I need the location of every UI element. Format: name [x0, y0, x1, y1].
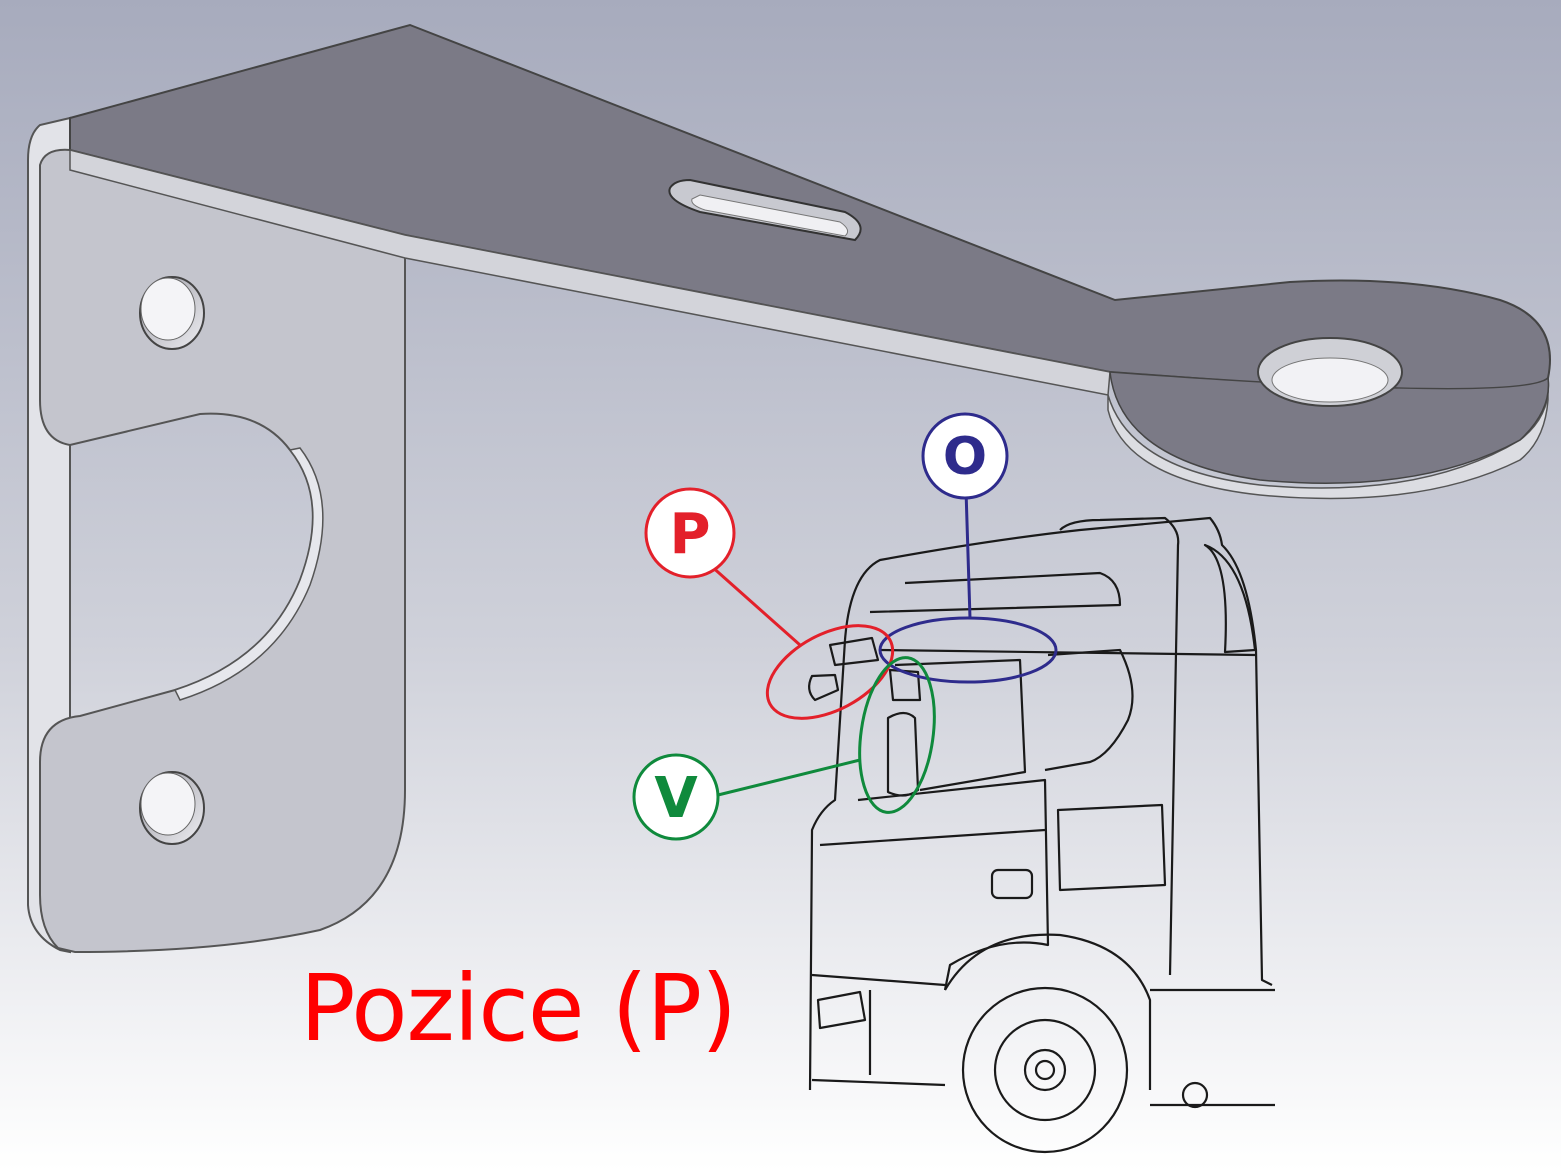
- front-mirror: [808, 636, 880, 702]
- cab-roof-spoiler: [1059, 516, 1180, 976]
- marker-p: P: [644, 487, 895, 720]
- bracket-3d-model: [27, 23, 1551, 954]
- truck-wheel-rim: [993, 1018, 1097, 1122]
- cab-door-crease: [819, 828, 1046, 847]
- bracket-upper-hole-inner: [140, 277, 196, 341]
- marker-v-badge: [632, 753, 720, 841]
- cab-belt-line: [879, 648, 1256, 657]
- cab-front-bumper: [811, 973, 946, 1087]
- cab-door-window: [894, 658, 1027, 792]
- marker-v-letter: V: [654, 766, 698, 831]
- cab-door: [857, 778, 1050, 991]
- cab-windshield-pillar: [808, 639, 847, 1091]
- cab-outline: [843, 516, 1273, 986]
- cab-roof-inner: [869, 571, 1122, 614]
- position-caption: Pozice (P): [300, 955, 737, 1062]
- marker-p-letter: P: [669, 502, 710, 567]
- marker-v: V: [632, 656, 936, 841]
- bracket-slot-inner: [691, 194, 849, 237]
- cab-chassis-line: [1150, 988, 1275, 1107]
- bracket-end-hole-inner: [1271, 357, 1389, 403]
- bracket-round-end-face: [1109, 371, 1550, 484]
- truck-cab-drawing: [808, 516, 1275, 1154]
- truck-wheel-hub-center: [1034, 1059, 1056, 1081]
- marker-v-leader: [717, 758, 861, 797]
- marker-o-badge: [921, 412, 1009, 500]
- cab-rear-panel: [1203, 543, 1257, 654]
- cab-headlight: [816, 990, 867, 1030]
- bracket-round-end-edge: [1107, 377, 1550, 500]
- marker-v-region: [858, 656, 936, 814]
- marker-o-letter: O: [943, 427, 987, 487]
- marker-o-leader: [964, 489, 972, 619]
- truck-wheel: [961, 986, 1129, 1154]
- bracket-lower-hole-inner: [140, 772, 196, 836]
- marker-o-region: [878, 616, 1058, 684]
- cab-wheel-arch: [944, 933, 1152, 1090]
- bracket-cutout-edge: [173, 447, 324, 701]
- marker-p-leader: [709, 563, 801, 647]
- cab-rear-hatch: [1056, 803, 1167, 892]
- marker-p-region: [765, 624, 895, 720]
- cab-tow-hook: [1181, 1081, 1209, 1109]
- truck-wheel-hub: [1023, 1048, 1067, 1092]
- cab-door-handle: [990, 868, 1034, 900]
- marker-o: O: [878, 412, 1058, 684]
- marker-p-badge: [644, 487, 736, 579]
- cab-side-window: [1044, 648, 1134, 772]
